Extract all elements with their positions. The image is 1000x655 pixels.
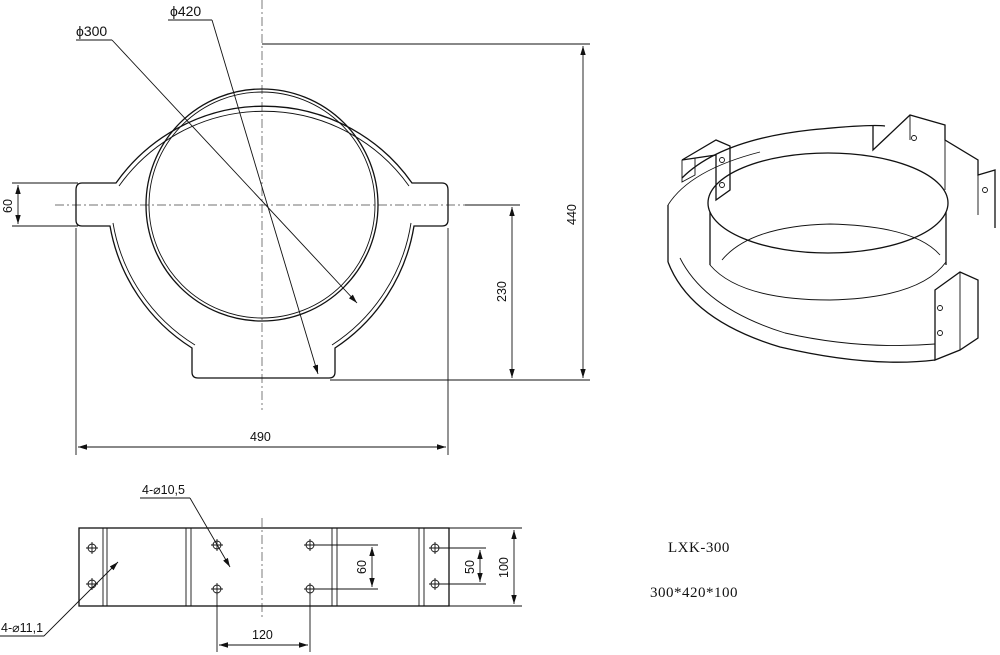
outer-band-inner-bottom (679, 257, 936, 346)
right-top-bracket-hole-1 (911, 135, 917, 141)
outer-contour (75, 105, 449, 379)
right-lower-bracket-hole-2 (937, 330, 943, 336)
right-top-bracket-hole-2 (982, 187, 988, 193)
left-bracket (681, 139, 731, 202)
leader-phi420 (211, 19, 319, 375)
inner-ring-bottom (709, 261, 947, 301)
leader-phi300 (111, 39, 358, 304)
right-lower-bracket-hole-1 (937, 305, 943, 311)
label-side-60: 60 (355, 560, 369, 574)
inner-circle (145, 88, 379, 322)
hole-crosses (86, 539, 441, 595)
label-side-50: 50 (463, 560, 477, 574)
top-view: ϕ420 ϕ300 60 440 230 490 (1, 0, 590, 455)
label-holes-small: 4-⌀10,5 (142, 483, 185, 497)
inner-ring-inner-bottom (721, 223, 941, 261)
left-bracket-hole-2 (719, 182, 725, 188)
label-dim-440: 440 (565, 204, 579, 225)
right-top-bracket (872, 114, 996, 228)
label-phi420: ϕ420 (170, 3, 201, 19)
inner-circle-edge (148, 91, 376, 319)
outer-band-top (681, 124, 886, 179)
label-dim-60: 60 (1, 199, 15, 213)
model-spec: 300*420*100 (650, 585, 738, 601)
outer-band-top-edge (667, 151, 761, 206)
model-name: LXK-300 (668, 540, 730, 556)
leader-holes-small (189, 497, 231, 568)
outer-contour-inner-edge (112, 110, 412, 346)
outer-band-bottom (667, 261, 936, 363)
right-lower-bracket (934, 271, 979, 361)
leader-holes-large (43, 561, 119, 637)
label-side-100: 100 (497, 557, 511, 578)
label-holes-large: 4-⌀11,1 (1, 621, 43, 635)
label-phi300: ϕ300 (76, 23, 107, 39)
left-bracket-flange (681, 158, 696, 183)
inner-ring-top (707, 152, 949, 254)
right-top-bracket-edge (909, 115, 979, 215)
label-dim-230: 230 (495, 281, 509, 302)
label-dim-490: 490 (250, 430, 271, 444)
left-bracket-hole-1 (719, 157, 725, 163)
isometric-view (667, 114, 996, 363)
side-outline (78, 527, 450, 607)
label-side-120: 120 (252, 628, 273, 642)
side-view: 4-⌀10,5 4-⌀11,1 60 50 100 120 (0, 483, 522, 652)
